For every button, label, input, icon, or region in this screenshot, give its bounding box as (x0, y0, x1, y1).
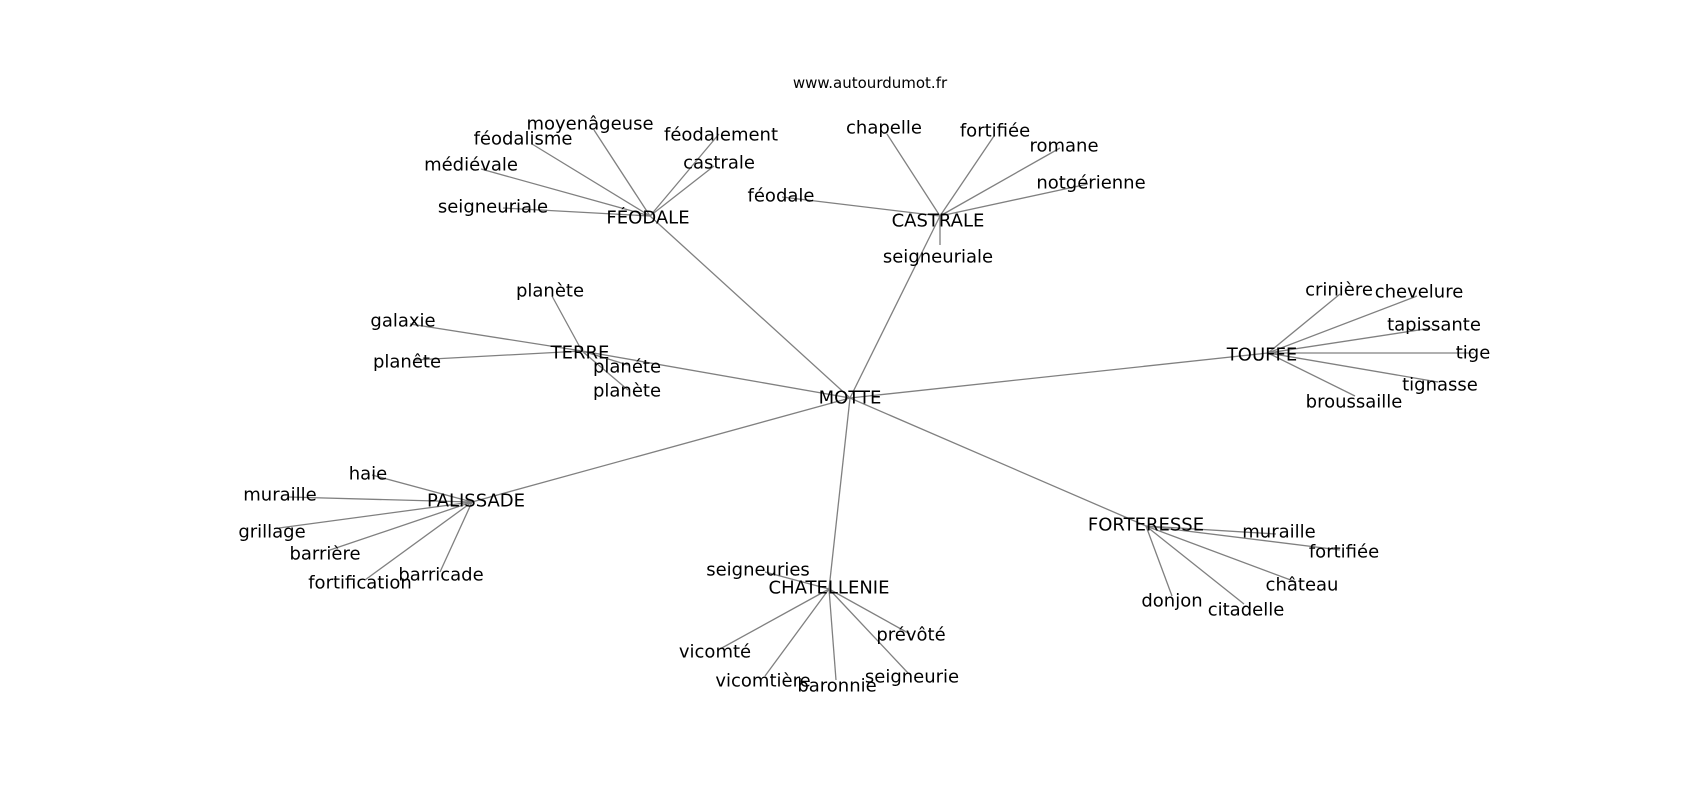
edge-palissade-leaf (278, 501, 473, 529)
leaf-node-label: barrière (289, 544, 360, 565)
edge-touffe-leaf (1267, 327, 1433, 354)
leaf-node-label: seigneuriale (438, 197, 548, 218)
edge-terre-leaf (581, 350, 629, 366)
edge-center-castrale (849, 215, 941, 399)
edge-center-forteresse (849, 397, 1147, 527)
edge-feodale-leaf (593, 129, 651, 217)
edge-castrale-leaf (781, 196, 941, 217)
hub-node-terre: TERRE (550, 343, 610, 364)
edge-feodale-leaf (649, 133, 720, 217)
leaf-node-label: féodalisme (474, 129, 573, 150)
hub-node-touffe: TOUFFE (1226, 345, 1297, 366)
edge-forteresse-leaf (1145, 525, 1341, 551)
leaf-node-label: galaxie (370, 311, 435, 332)
edge-chatellenie-leaf (828, 588, 911, 635)
leaf-node-label: vicomtière (715, 671, 810, 692)
hub-node-palissade: PALISSADE (427, 491, 525, 512)
leaf-node-label: fortification (308, 573, 412, 594)
edge-feodale-leaf (649, 165, 715, 217)
leaf-node-label: barricade (398, 565, 483, 586)
edge-terre-leaf (413, 350, 583, 361)
edge-palissade-leaf (371, 474, 473, 503)
center-node-label: MOTTE (819, 388, 882, 409)
leaf-node-label: fortifiée (960, 121, 1030, 142)
edge-center-palissade (471, 397, 851, 503)
edge-palissade-leaf (439, 501, 473, 573)
edge-forteresse-leaf (1145, 525, 1297, 583)
leaf-node-label: féodale (748, 186, 815, 207)
edge-chatellenie-leaf (764, 588, 830, 677)
hub-node-chatellenie: CHATELLENIE (769, 578, 890, 599)
leaf-node-label: baronnie (797, 676, 876, 697)
site-caption: www.autourdumot.fr (793, 74, 948, 92)
edge-touffe-leaf (1267, 295, 1418, 354)
edge-castrale-leaf (939, 135, 995, 217)
leaf-node-label: seigneuries (706, 560, 810, 581)
leaf-node-label: féodalement (664, 125, 778, 146)
leaf-node-label: médiévale (424, 155, 518, 176)
leaf-node-label: notgérienne (1036, 173, 1145, 194)
edge-touffe-leaf (1267, 293, 1341, 354)
leaf-node-label: planète (593, 381, 661, 402)
edge-center-touffe (849, 352, 1269, 399)
leaf-node-label: moyenâgeuse (526, 114, 653, 135)
leaf-node-label: haie (349, 464, 388, 485)
leaf-node-label: vicomté (679, 642, 751, 663)
leaf-node-label: muraille (243, 485, 316, 506)
leaf-node-label: muraille (1242, 522, 1315, 543)
leaf-node-label: donjon (1141, 591, 1202, 612)
edge-center-feodale (649, 215, 851, 399)
leaf-node-label: tige (1456, 343, 1491, 364)
edge-castrale-leaf (939, 147, 1061, 217)
edge-feodale-leaf (531, 143, 651, 217)
graph-edges (278, 129, 1474, 681)
edge-castrale-leaf (939, 183, 1089, 217)
leaf-node-label: seigneurie (865, 667, 959, 688)
edge-palissade-leaf (364, 501, 473, 581)
edge-center-chatellenie (828, 397, 851, 590)
leaf-node-label: fortifiée (1309, 542, 1379, 563)
leaf-node-label: chevelure (1375, 282, 1464, 303)
leaf-node-label: planéte (593, 357, 661, 378)
edge-forteresse-leaf (1145, 525, 1245, 605)
leaf-node-label: planête (373, 352, 441, 373)
edge-castrale-leaf (886, 133, 941, 217)
edge-palissade-leaf (287, 496, 473, 503)
leaf-node-label: prévôté (876, 625, 945, 646)
leaf-node-label: grillage (238, 522, 305, 543)
hub-node-castrale: CASTRALE (892, 211, 985, 232)
edge-chatellenie-leaf (828, 588, 909, 674)
hub-node-forteresse: FORTERESSE (1088, 515, 1204, 536)
edge-terre-leaf (581, 350, 629, 391)
hub-node-feodale: FÉODALE (606, 207, 689, 229)
leaf-node-label: château (1266, 575, 1339, 596)
leaf-node-label: planète (516, 281, 584, 302)
leaf-node-label: broussaille (1306, 392, 1403, 413)
edge-touffe-leaf (1267, 352, 1356, 397)
edge-center-terre (581, 350, 851, 399)
edge-chatellenie-leaf (719, 588, 830, 650)
leaf-node-label: citadelle (1208, 600, 1285, 621)
edge-forteresse-leaf (1145, 525, 1277, 535)
edge-feodale-leaf (480, 168, 651, 217)
leaf-node-label: tignasse (1402, 375, 1478, 396)
edge-feodale-leaf (502, 207, 651, 217)
edge-forteresse-leaf (1145, 525, 1173, 597)
leaf-node-label: seigneuriale (883, 247, 993, 268)
edge-chatellenie-leaf (764, 571, 830, 590)
leaf-node-label: crinière (1305, 280, 1373, 301)
edge-chatellenie-leaf (828, 588, 837, 681)
edge-terre-leaf (551, 295, 583, 352)
edge-touffe-leaf (1267, 352, 1439, 383)
leaf-node-label: castrale (683, 153, 755, 174)
leaf-node-label: chapelle (846, 118, 922, 139)
leaf-node-label: tapissante (1387, 315, 1481, 336)
edge-palissade-leaf (329, 501, 473, 551)
edge-terre-leaf (409, 323, 583, 352)
leaf-node-label: romane (1029, 136, 1098, 157)
